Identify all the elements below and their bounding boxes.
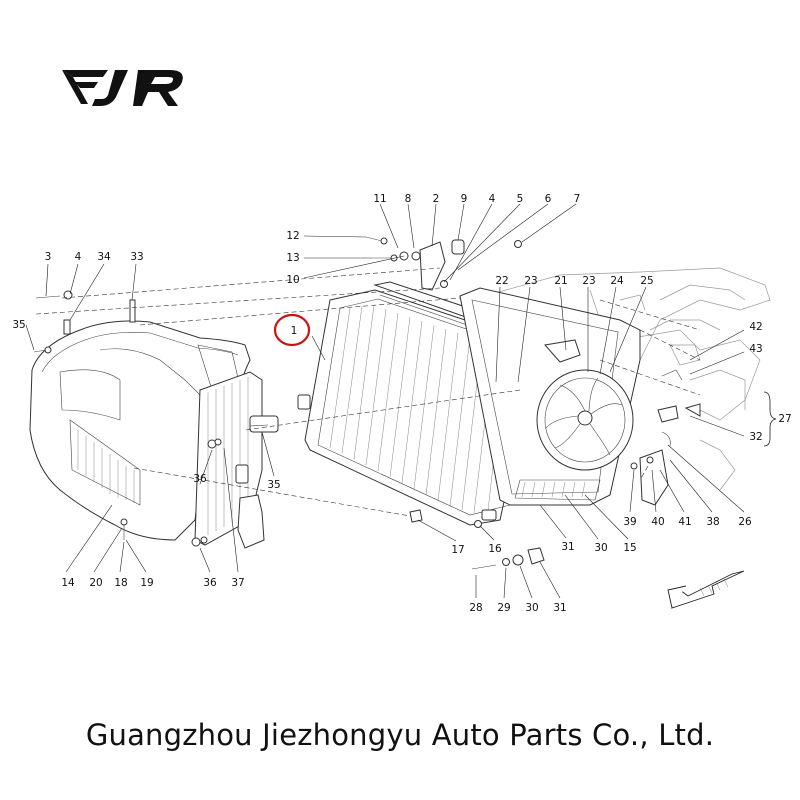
callout-33: 33 (130, 251, 143, 263)
callout-32: 32 (749, 431, 762, 443)
callout-22: 22 (495, 275, 508, 287)
left-fasteners (33, 290, 269, 547)
callout-34: 34 (97, 251, 111, 263)
callout-16: 16 (488, 543, 502, 555)
callout-36-bottom: 36 (203, 577, 217, 589)
callout-7: 7 (574, 193, 581, 205)
callout-38: 38 (706, 516, 719, 528)
highlight-circle (273, 313, 311, 347)
group-bracket-27 (763, 391, 777, 447)
ejr-logo (62, 70, 183, 106)
callout-19: 19 (140, 577, 153, 589)
callout-35-mid: 35 (267, 479, 280, 491)
right-side-brackets (630, 369, 701, 506)
callout-1: 1 (291, 325, 298, 337)
callout-23-a: 23 (524, 275, 537, 287)
callout-12: 12 (286, 230, 299, 242)
callout-4-left: 4 (75, 251, 82, 263)
callout-25: 25 (640, 275, 653, 287)
orientation-arrow-icon (667, 570, 745, 609)
callout-8: 8 (405, 193, 412, 205)
callout-15: 15 (623, 542, 636, 554)
callout-31-bottom: 31 (553, 602, 566, 614)
alignment-lines (35, 267, 701, 517)
callout-5: 5 (517, 193, 524, 205)
callout-37: 37 (231, 577, 244, 589)
callout-36-mid: 36 (193, 473, 207, 485)
callout-9: 9 (461, 193, 468, 205)
callout-17: 17 (451, 544, 464, 556)
callout-30-mid: 30 (594, 542, 607, 554)
callout-11: 11 (373, 193, 386, 205)
callout-13: 13 (286, 252, 299, 264)
callout-35-left: 35 (12, 319, 25, 331)
lower-fasteners (409, 509, 545, 570)
condenser-left (194, 371, 279, 549)
callout-41: 41 (678, 516, 691, 528)
callout-24: 24 (610, 275, 624, 287)
callout-20: 20 (89, 577, 102, 589)
callout-6: 6 (545, 193, 552, 205)
callout-28: 28 (469, 602, 482, 614)
callout-14: 14 (61, 577, 75, 589)
callout-26: 26 (738, 516, 752, 528)
callout-39: 39 (623, 516, 636, 528)
callout-31-mid: 31 (561, 541, 574, 553)
company-name: Guangzhou Jiezhongyu Auto Parts Co., Ltd… (85, 718, 715, 752)
callout-27: 27 (778, 413, 791, 425)
callout-23-b: 23 (582, 275, 595, 287)
callout-42: 42 (749, 321, 762, 333)
callout-2: 2 (433, 193, 440, 205)
callout-3: 3 (45, 251, 52, 263)
callout-leaders (25, 203, 745, 599)
callout-29: 29 (497, 602, 510, 614)
callout-labels: 11 8 2 9 4 5 6 7 12 13 10 3 4 34 33 35 1… (12, 193, 791, 614)
callout-21: 21 (554, 275, 567, 287)
top-mount-brackets (365, 236, 522, 291)
callout-43: 43 (749, 343, 762, 355)
cooling-fan (536, 369, 634, 471)
callout-30-bottom: 30 (525, 602, 538, 614)
callout-18: 18 (114, 577, 127, 589)
callout-10: 10 (286, 274, 299, 286)
callout-40: 40 (651, 516, 664, 528)
callout-4-top: 4 (489, 193, 496, 205)
